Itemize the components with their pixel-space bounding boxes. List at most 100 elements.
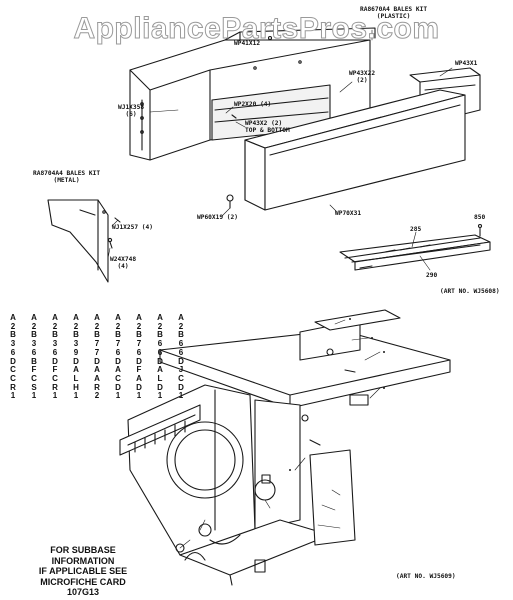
base-chassis (119, 309, 451, 586)
model-char: A (115, 365, 121, 375)
model-char: R (94, 382, 100, 392)
model-char: A (115, 313, 121, 322)
model-char: F (52, 365, 58, 375)
model-char: 2 (178, 321, 184, 331)
model-char: 1 (52, 391, 58, 401)
model-char: H (73, 382, 79, 392)
model-char: B (73, 330, 79, 340)
label-wp43x1: WP43X1 (455, 60, 478, 67)
model-char: R (52, 382, 58, 392)
model-char: A (94, 365, 100, 375)
model-char: C (178, 373, 184, 383)
note-line: FOR SUBBASE INFORMATION (50, 545, 116, 566)
model-char: D (115, 356, 121, 366)
model-char: D (136, 382, 142, 392)
label-290: 290 (426, 272, 438, 279)
model-char: 6 (52, 347, 58, 357)
label-w24x748: W24X748 (4) (110, 256, 137, 270)
model-char: C (52, 373, 58, 383)
model-char: J (178, 365, 184, 375)
model-char: B (52, 330, 58, 340)
label-wp60x19: WP60X19 (2) (197, 214, 238, 221)
model-char: B (31, 330, 37, 340)
label-850: 850 (474, 214, 486, 221)
model-char: F (31, 365, 37, 375)
model-char: A (157, 313, 163, 322)
model-char: 1 (73, 391, 79, 401)
side-bracket (409, 67, 481, 126)
model-char: 6 (157, 339, 163, 349)
model-char: D (94, 356, 100, 366)
model-char: C (10, 373, 16, 383)
model-char: C (10, 365, 16, 375)
model-char: 1 (115, 391, 121, 401)
model-char: D (73, 356, 79, 366)
model-char: D (178, 382, 184, 392)
model-char: D (157, 356, 163, 366)
model-char: 1 (31, 391, 37, 401)
model-char: 2 (52, 321, 58, 331)
model-char: A (73, 313, 79, 322)
model-char: 6 (31, 347, 37, 357)
model-char: A (10, 313, 16, 322)
model-char: L (157, 373, 163, 383)
model-char: 3 (10, 339, 16, 349)
subbase-note: FOR SUBBASE INFORMATION IF APPLICABLE SE… (22, 545, 144, 598)
model-char: 2 (73, 321, 79, 331)
model-char: 7 (136, 339, 142, 349)
model-char: 2 (115, 321, 121, 331)
label-wp70x31: WP70X31 (335, 210, 362, 217)
model-char: B (157, 330, 163, 340)
model-char: 1 (10, 391, 16, 401)
model-char: 2 (157, 321, 163, 331)
label-wp43x2: WP43X2 (2) TOP & BOTTOM (245, 120, 290, 134)
model-char: 6 (115, 347, 121, 357)
label-wp43x22: WP43X22 (2) (349, 70, 376, 84)
label-wp2x20: WP2X20 (4) (234, 101, 272, 108)
model-char: B (10, 330, 16, 340)
model-char: C (31, 373, 37, 383)
model-char: A (178, 313, 184, 322)
model-char: A (136, 373, 142, 383)
model-char: C (115, 373, 121, 383)
rail-assembly (339, 223, 491, 271)
model-char: D (52, 356, 58, 366)
model-char: 6 (157, 347, 163, 357)
label-art-no-lower: (ART NO. WJ5609) (396, 573, 456, 580)
model-char: 2 (31, 321, 37, 331)
note-line: IF APPLICABLE SEE (38, 566, 128, 576)
model-char: A (94, 313, 100, 322)
model-char: 6 (178, 347, 184, 357)
model-char: A (31, 313, 37, 322)
model-char: L (73, 373, 79, 383)
model-char: 7 (94, 339, 100, 349)
model-char: 6 (10, 347, 16, 357)
note-line: MICROFICHE CARD (40, 576, 126, 587)
model-char: 1 (157, 391, 163, 401)
model-char: 3 (73, 339, 79, 349)
label-285: 285 (410, 226, 422, 233)
model-char: A (136, 313, 142, 322)
label-bales-kit-plastic: RA8670A4 BALES KIT (PLASTIC) (360, 6, 428, 20)
metal-bales-kit (47, 199, 121, 283)
model-char: A (157, 365, 163, 375)
model-char: D (136, 356, 142, 366)
model-char: D (115, 382, 121, 392)
model-char: B (94, 330, 100, 340)
model-char: D (157, 382, 163, 392)
model-char: 7 (94, 347, 100, 357)
model-char: D (178, 356, 184, 366)
model-char: 7 (115, 339, 121, 349)
model-char: B (115, 330, 121, 340)
model-char: 3 (52, 339, 58, 349)
